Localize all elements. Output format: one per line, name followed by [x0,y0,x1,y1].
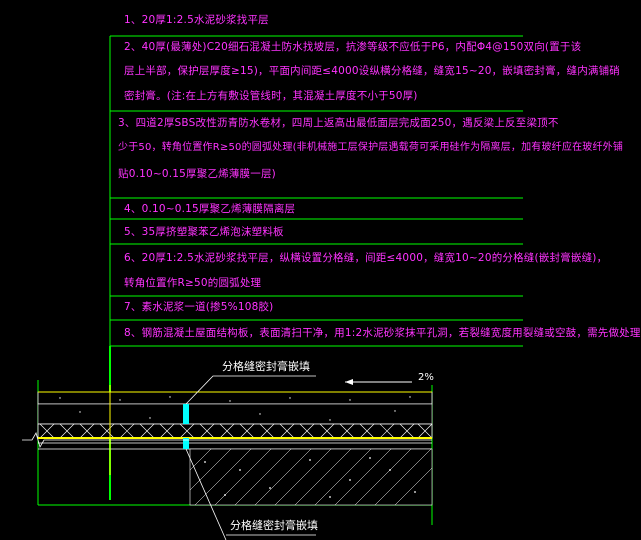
note-2-line-2: 层上半部，保护层厚度≥15)，平面内间距≤4000设纵横分格缝，缝宽15~20，… [124,65,620,77]
note-4: 4、0.10~0.15厚聚乙烯薄膜隔离层 [124,203,296,215]
joint-sealant-lower [183,438,189,449]
note-3-line-2: 少于50，转角位置作R≥50的圆弧处理(非机械施工层保护层遇载荷可采用硅作为隔离… [118,142,624,153]
note-7: 7、素水泥浆一道(掺5%108胶) [124,301,274,313]
callout-joint-sealant-top: 分格缝密封膏嵌填 [222,360,310,373]
note-6-line-2: 转角位置作R≥50的圆弧处理 [124,277,262,289]
callout-joint-sealant-bottom: 分格缝密封膏嵌填 [230,519,318,532]
slope-arrow-icon [345,379,412,385]
note-5: 5、35厚挤塑聚苯乙烯泡沫塑料板 [124,226,284,238]
joint-sealant-upper [183,404,189,424]
note-8: 8、钢筋混凝土屋面结构板，表面清扫干净，用1:2水泥砂浆抹平孔洞，若裂缝宽度用裂… [124,327,641,339]
section-layers [22,380,433,525]
note-6-line-1: 6、20厚1:2.5水泥砂浆找平层，纵横设置分格缝，间距≤4000，缝宽10~2… [124,252,608,264]
slope-label: 2% [418,372,434,383]
note-2-line-1: 2、40厚(最薄处)C20细石混凝土防水找坡层，抗渗等级不应低于P6，内配Φ4@… [124,41,582,53]
note-3-line-1: 3、四道2厚SBS改性沥青防水卷材，四周上返高出最低面层完成面250，遇反梁上反… [118,117,559,129]
note-3-line-3: 贴0.10~0.15厚聚乙烯薄膜一层) [118,168,276,180]
callout-leaders [185,375,316,540]
note-2-line-3: 密封膏。(注:在上方有敷设管线时，其混凝土厚度不小于50厚) [124,90,418,102]
note-1: 1、20厚1:2.5水泥砂浆找平层 [124,14,269,26]
